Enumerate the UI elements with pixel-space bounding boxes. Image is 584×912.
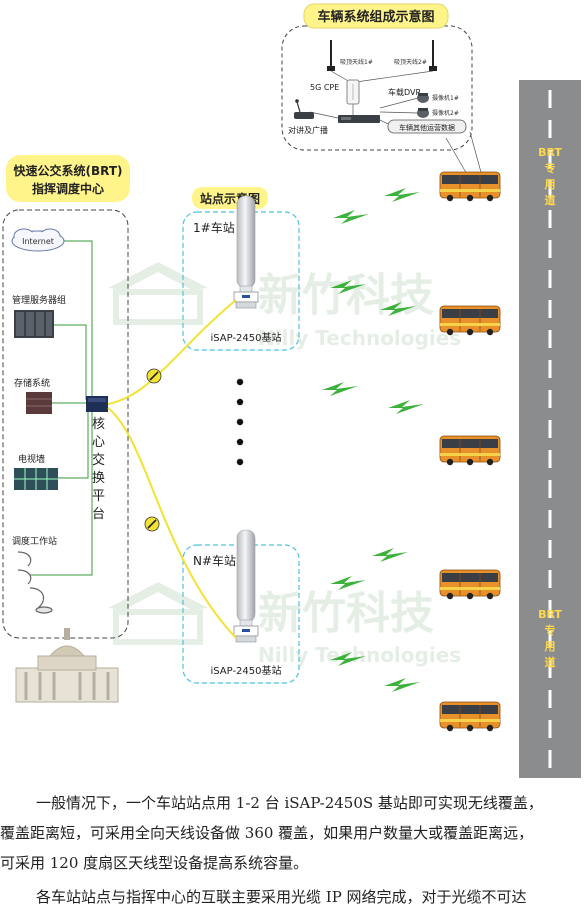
bus-icon xyxy=(439,701,501,732)
watermark-en: Nilly Technologies xyxy=(258,326,461,350)
paragraph-2-line-1: 各车站站点与指挥中心的互联主要采用光缆 IP 网络完成，对于光缆不可达 xyxy=(36,888,527,906)
antenna-2-icon xyxy=(429,40,437,71)
base-station-n-label: iSAP-2450基站 xyxy=(210,664,281,677)
ellipsis-dots xyxy=(236,378,244,466)
workstation-label: 调度工作站 xyxy=(12,535,57,547)
paragraph-1-line-3: 可采用 120 度扇区天线型设备提高系统容量。 xyxy=(0,854,309,872)
dvr-label: 车载DVR xyxy=(388,87,421,97)
bus-icon xyxy=(439,305,501,336)
core-switch-icon xyxy=(86,396,108,412)
fiber-connector-icon xyxy=(146,368,162,384)
command-title-line1: 快速公交系统(BRT) xyxy=(13,163,122,178)
base-station-1-label: iSAP-2450基站 xyxy=(210,331,281,344)
watermark-top: 新竹科技 Nilly Technologies xyxy=(108,262,461,350)
bus-icon xyxy=(439,569,501,600)
tv-wall-label: 电视墙 xyxy=(18,453,45,465)
brt-network-diagram: 新竹科技 Nilly Technologies 新竹科技 Nilly Techn… xyxy=(2,3,581,778)
watermark-cn: 新竹科技 xyxy=(258,588,434,639)
cpe-icon xyxy=(346,79,360,105)
core-switch-label: 核 心 交 换 平 台 xyxy=(92,417,105,522)
servers-label: 管理服务器组 xyxy=(12,294,66,306)
road-label-char: BRT xyxy=(538,608,562,621)
road-label-char: 专 xyxy=(545,161,556,175)
paragraph-1-line-1: 一般情况下，一个车站站点用 1-2 台 iSAP-2450S 基站即可实现无线覆… xyxy=(36,794,543,812)
core-switch-char: 换 xyxy=(92,471,105,486)
camera-1-icon xyxy=(417,93,429,103)
road-label-char: 道 xyxy=(545,193,556,207)
command-title-line2: 指挥调度中心 xyxy=(32,181,104,196)
station-1-label: 1#车站 xyxy=(193,220,235,235)
core-switch-char: 交 xyxy=(92,452,105,468)
intercom-label: 对讲及广播 xyxy=(288,125,328,135)
center-links xyxy=(30,240,93,576)
watermark-en: Nilly Technologies xyxy=(258,643,461,667)
vehicle-pointer-line-right xyxy=(469,131,483,177)
internet-label: Internet xyxy=(22,237,54,246)
storage-array-icon xyxy=(26,392,52,414)
dvr-icon xyxy=(338,115,380,123)
road-label-char: 用 xyxy=(545,640,556,653)
intercom-icon xyxy=(294,99,314,119)
camera-2-icon xyxy=(417,108,429,118)
antenna-2-label: 吸顶天线2# xyxy=(394,58,427,66)
paragraph-1-line-2: 覆盖距离短，可采用全向天线设备做 360 覆盖，如果用户数量大或覆盖距离远， xyxy=(0,824,534,842)
antenna-1-icon xyxy=(327,40,335,71)
road-label-char: BRT xyxy=(538,146,562,159)
bus-icon xyxy=(439,435,501,466)
cpe-label: 5G CPE xyxy=(310,83,339,92)
antenna-1-label: 吸顶天线1# xyxy=(340,58,373,66)
fiber-connector-icon xyxy=(144,516,160,532)
road-label-char: 专 xyxy=(545,623,556,637)
road-label-top: BRT 专 用 道 xyxy=(538,146,562,207)
core-switch-char: 平 xyxy=(92,489,105,504)
other-data-box xyxy=(387,119,467,134)
command-title-bg xyxy=(6,155,130,202)
command-center-box xyxy=(2,209,129,639)
road-label-char: 道 xyxy=(545,655,556,669)
camera-1-label: 摄像机1# xyxy=(432,94,459,102)
tv-wall-icon xyxy=(14,468,58,490)
station-n-label: N#车站 xyxy=(193,553,236,568)
paragraph-1: 一般情况下，一个车站站点用 1-2 台 iSAP-2450S 基站即可实现无线覆… xyxy=(0,788,584,878)
camera-2-label: 摄像机2# xyxy=(432,109,459,117)
fiber-links xyxy=(107,299,237,639)
road-label-bottom: BRT 专 用 道 xyxy=(538,608,562,669)
vehicle-pointer-line-left xyxy=(445,137,469,177)
other-data-label: 车辆其他运营数据 xyxy=(399,123,455,132)
core-switch-char: 心 xyxy=(92,435,105,450)
watermark-cn: 新竹科技 xyxy=(258,270,434,321)
vehicle-title: 车辆系统组成示意图 xyxy=(317,9,434,25)
paragraph-2: 各车站站点与指挥中心的互联主要采用光缆 IP 网络完成，对于光缆不可达 xyxy=(0,882,584,912)
bus-icon xyxy=(439,171,501,202)
core-switch-char: 台 xyxy=(92,507,105,522)
storage-label: 存储系统 xyxy=(14,377,50,389)
base-station-1-icon xyxy=(233,195,259,309)
government-building-icon xyxy=(15,628,119,703)
vehicle-title-bg xyxy=(303,3,449,29)
workstation-phones-icon xyxy=(17,551,53,614)
server-rack-icon xyxy=(14,310,54,338)
base-station-n-icon xyxy=(233,529,259,643)
core-switch-char: 核 xyxy=(92,417,105,432)
internet-cloud-icon xyxy=(11,228,65,252)
road-label-char: 用 xyxy=(545,178,556,191)
watermark-bottom: 新竹科技 Nilly Technologies xyxy=(108,582,461,667)
